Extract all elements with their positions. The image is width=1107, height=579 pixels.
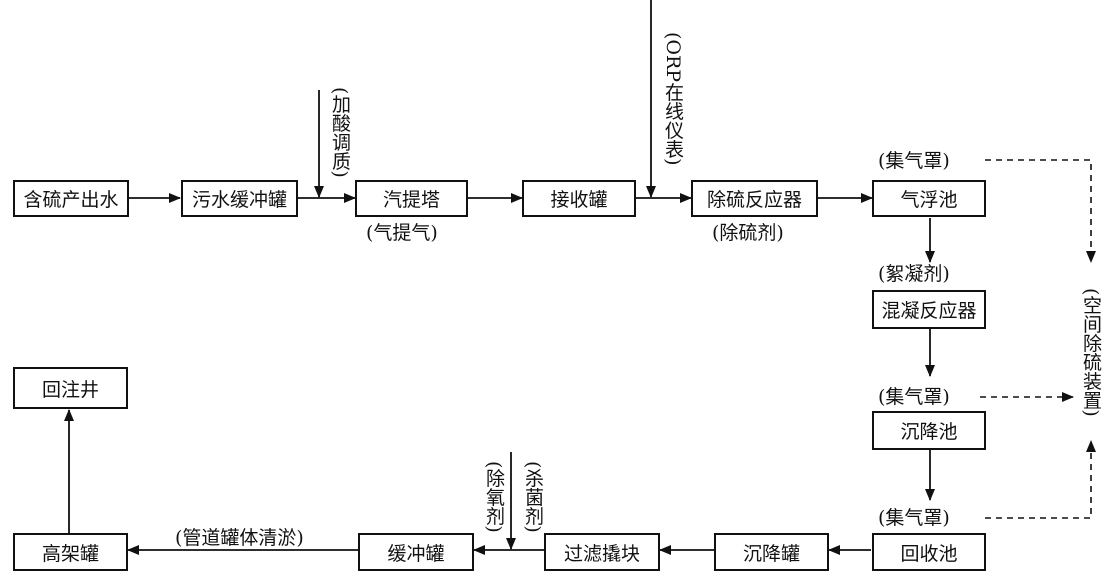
- box-buffer-tank-2: 缓冲罐: [358, 533, 474, 571]
- box-label: 接收罐: [550, 189, 608, 211]
- label-gas-hood-1: (集气罩): [878, 150, 950, 172]
- box-filter-sled: 过滤撬块: [544, 533, 660, 571]
- vlabel-bactericide: (杀菌剂): [522, 461, 544, 533]
- label-gas-hood-3: (集气罩): [878, 507, 950, 529]
- label-desulfurizer: (除硫剂): [712, 222, 784, 244]
- box-label: 回注井: [41, 378, 99, 401]
- box-coagulation-reactor: 混凝反应器: [872, 290, 986, 329]
- box-label: 汽提塔: [382, 189, 440, 211]
- box-label: 过滤撬块: [563, 542, 640, 565]
- box-settling-vessel: 沉降罐: [714, 533, 829, 571]
- box-source-water: 含硫产出水: [13, 180, 129, 217]
- box-stripping-tower: 汽提塔: [355, 180, 468, 217]
- box-label: 高架罐: [41, 542, 99, 565]
- box-reinjection-well: 回注井: [13, 367, 128, 409]
- box-label: 气浮池: [900, 189, 958, 211]
- box-recovery-tank: 回收池: [872, 533, 986, 571]
- dashed-gas-line-1: [985, 159, 1096, 263]
- box-settling-tank: 沉降池: [872, 411, 986, 450]
- box-label: 回收池: [900, 542, 958, 565]
- label-pipe-cleaning: (管道罐体清淤): [175, 527, 304, 549]
- box-buffer-tank-1: 污水缓冲罐: [181, 180, 298, 217]
- box-elevated-tank: 高架罐: [13, 533, 128, 571]
- label-stripping-gas: (气提气): [366, 222, 438, 244]
- vlabel-space-desulfurization: (空间除硫装置): [1080, 287, 1102, 417]
- box-desulfurization-reactor: 除硫反应器: [691, 180, 818, 217]
- dashed-gas-line-3: [985, 440, 1096, 519]
- box-label: 除硫反应器: [706, 189, 802, 211]
- box-label: 缓冲罐: [387, 542, 445, 565]
- box-label: 沉降池: [900, 421, 958, 443]
- box-label: 混凝反应器: [881, 300, 977, 322]
- box-flotation-tank: 气浮池: [872, 180, 986, 217]
- vlabel-acid-adjust: (加酸调质): [329, 86, 351, 178]
- box-receiving-tank: 接收罐: [522, 180, 636, 217]
- vlabel-deoxidizer: (除氧剂): [483, 461, 505, 533]
- label-gas-hood-2: (集气罩): [878, 386, 950, 408]
- box-label: 沉降罐: [742, 542, 800, 565]
- box-label: 含硫产出水: [23, 189, 119, 211]
- vlabel-orp-monitor: (ORP在线仪表): [662, 32, 684, 166]
- box-label: 污水缓冲罐: [191, 189, 287, 211]
- label-flocculant: (絮凝剂): [878, 263, 950, 285]
